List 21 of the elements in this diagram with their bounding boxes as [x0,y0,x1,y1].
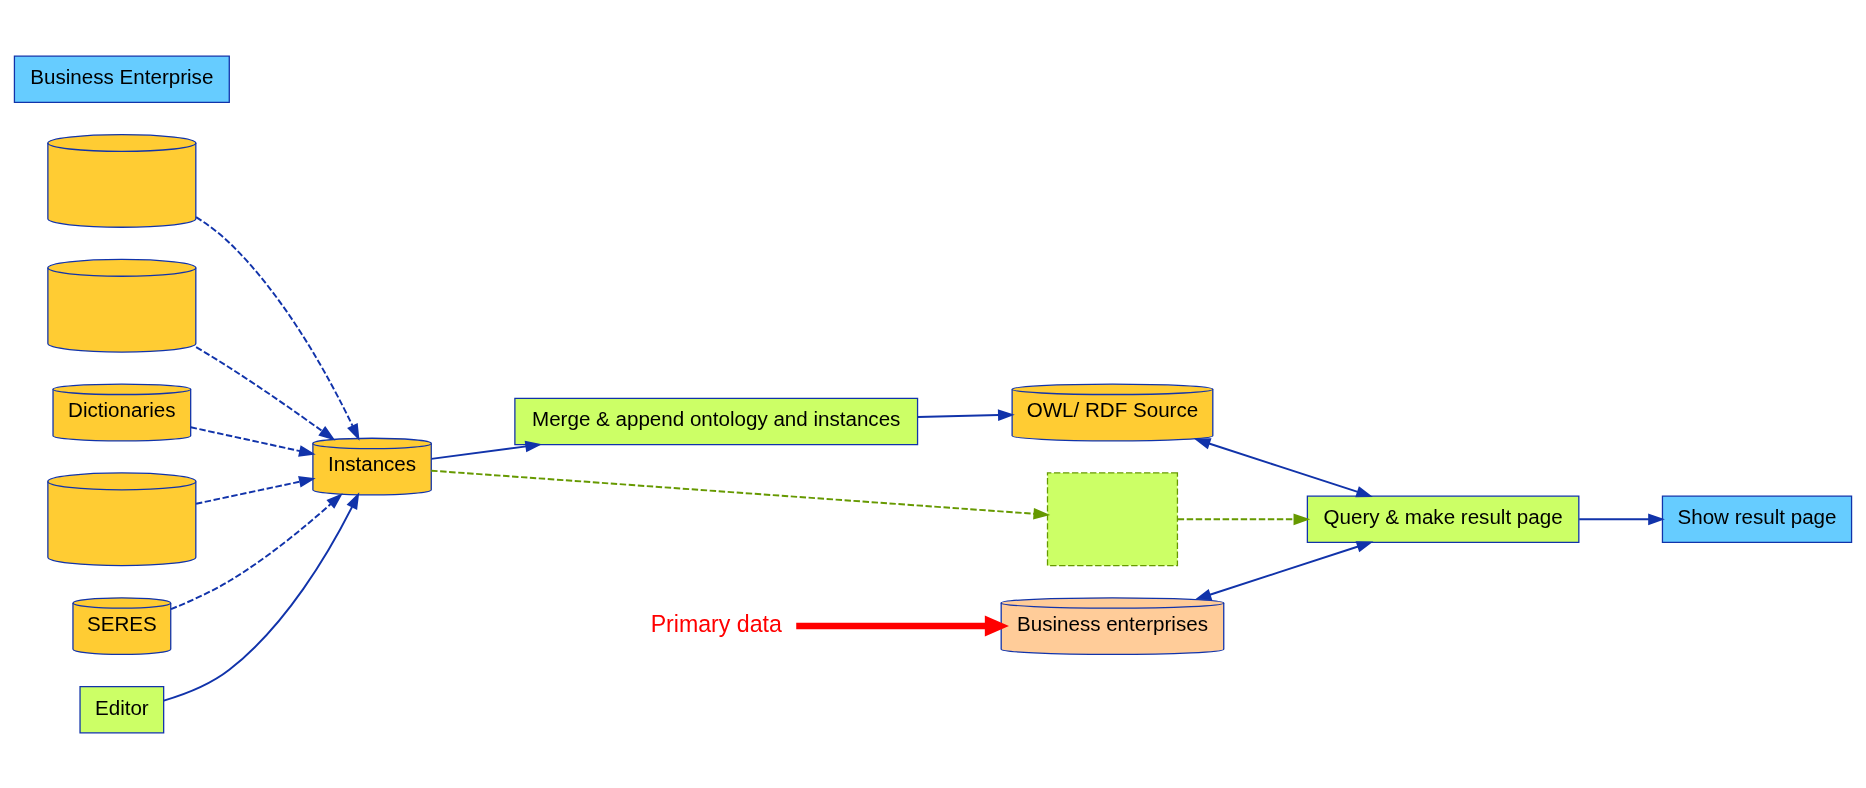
arrow [1193,437,1373,497]
node-box [1046,471,1179,566]
arrow [195,215,360,441]
arrow [430,440,543,460]
arrow [916,408,1015,421]
arrow [1578,512,1665,525]
arrow [170,492,343,610]
arrow [1176,512,1311,525]
node-box: Query & make result page [1306,495,1580,543]
node-box: Merge & append ontology and instances [514,397,919,445]
node-box: Business Enterprise [13,55,230,103]
node-box: Show result page [1661,495,1853,543]
arrow [796,615,1009,637]
node-box: Editor [79,685,165,733]
arrow [195,345,336,440]
arrow [189,425,316,457]
arrow [195,475,316,505]
arrow [162,491,360,702]
arrow [430,469,1051,520]
node-text: Primary data [650,610,782,637]
arrow [1194,540,1374,600]
